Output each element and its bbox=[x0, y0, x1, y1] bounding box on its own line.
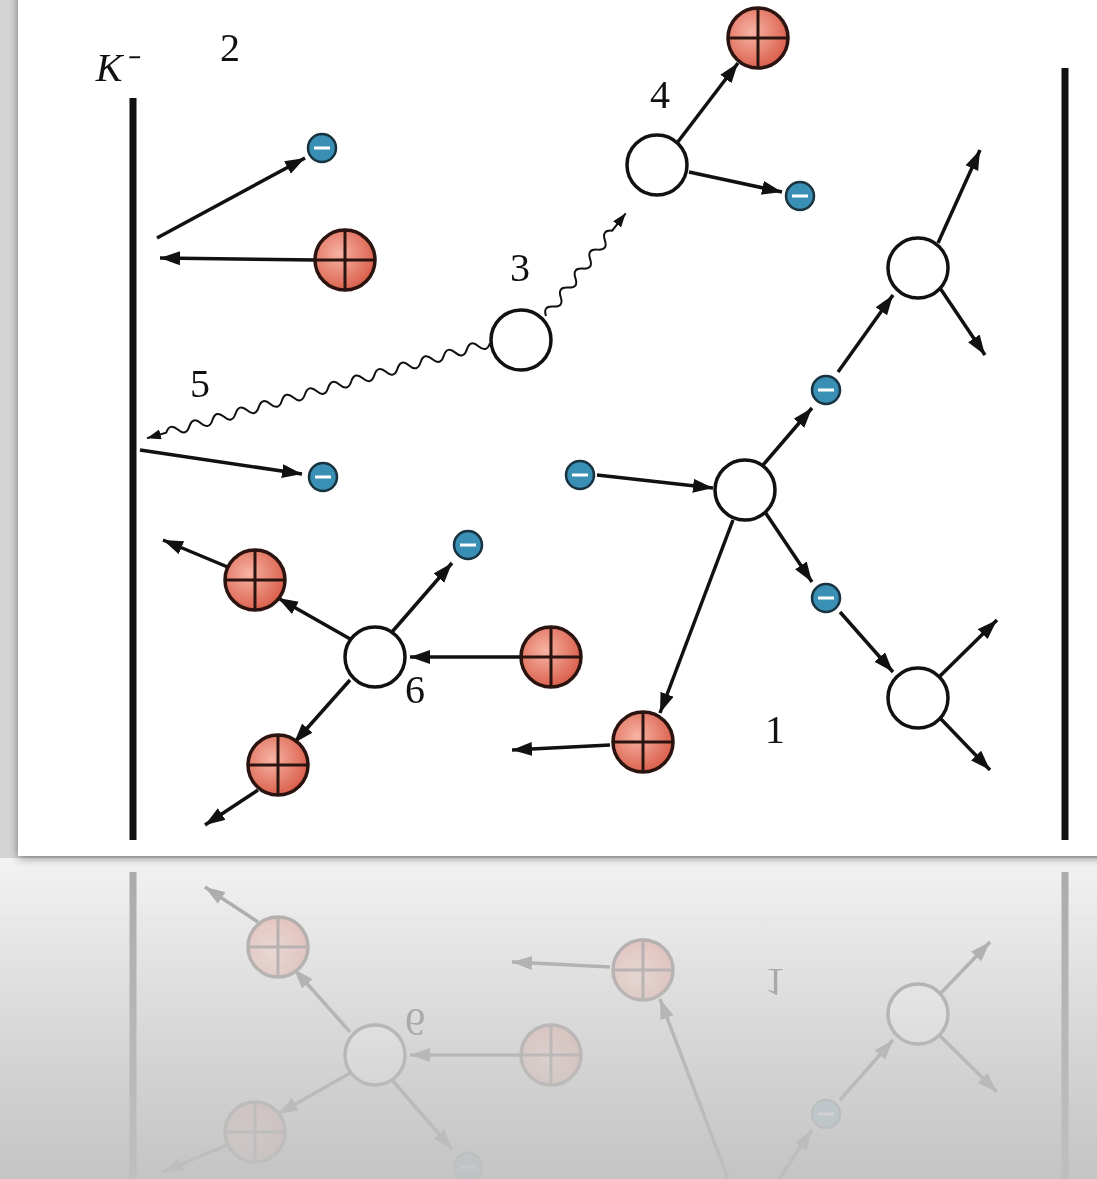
neutral-atom bbox=[345, 627, 405, 687]
photon-wave bbox=[542, 211, 629, 319]
callout-number: 1 bbox=[765, 710, 785, 750]
positive-ion bbox=[728, 8, 788, 68]
discharge-scene bbox=[133, 8, 1065, 840]
callout-number: 6 bbox=[405, 670, 425, 710]
arrow bbox=[838, 295, 893, 372]
positive-ion bbox=[315, 230, 375, 290]
electron bbox=[454, 531, 482, 559]
reflection bbox=[0, 860, 1097, 1179]
photon-path bbox=[542, 211, 629, 319]
anode-plate bbox=[1062, 68, 1069, 840]
arrow bbox=[597, 475, 713, 488]
arrow bbox=[689, 172, 782, 192]
arrow bbox=[140, 450, 302, 474]
electron bbox=[308, 134, 336, 162]
motion-arrows bbox=[140, 63, 997, 825]
electron bbox=[786, 182, 814, 210]
arrow bbox=[278, 598, 352, 640]
callout-number: 4 bbox=[650, 75, 670, 115]
white-panel bbox=[18, 0, 1097, 856]
photon-path bbox=[146, 339, 491, 443]
neutral-atom bbox=[627, 135, 687, 195]
arrow bbox=[660, 520, 733, 713]
callout-number: 5 bbox=[190, 364, 210, 404]
arrow bbox=[840, 612, 893, 672]
callout-number: 3 bbox=[510, 248, 530, 288]
electron bbox=[812, 376, 840, 404]
arrow bbox=[160, 258, 315, 260]
reflected-callout: 1 bbox=[765, 962, 785, 1002]
callout-number: 2 bbox=[220, 28, 240, 68]
positive-ion bbox=[613, 712, 673, 772]
neutral-atom bbox=[888, 238, 948, 298]
reflection-ground bbox=[0, 858, 1097, 1179]
neutral-atom bbox=[491, 310, 551, 370]
electron bbox=[566, 461, 594, 489]
arrow bbox=[392, 563, 452, 632]
positive-ion bbox=[248, 735, 308, 795]
arrow bbox=[938, 150, 980, 243]
arrow bbox=[677, 63, 738, 143]
arrow bbox=[410, 655, 520, 659]
photon-wave bbox=[146, 339, 491, 443]
neutral-atom bbox=[888, 668, 948, 728]
arrow bbox=[765, 512, 812, 582]
reflected-callout: 6 bbox=[405, 1002, 425, 1042]
positive-ion bbox=[225, 550, 285, 610]
arrow bbox=[157, 158, 305, 238]
neutral-atom bbox=[715, 460, 775, 520]
arrow bbox=[940, 718, 990, 770]
arrow bbox=[294, 680, 350, 743]
electron bbox=[309, 463, 337, 491]
electrode-label: K⁻ bbox=[96, 48, 137, 88]
arrow bbox=[940, 288, 985, 355]
reflection-fade bbox=[0, 860, 1097, 1179]
arrow bbox=[205, 790, 258, 825]
arrow bbox=[512, 745, 610, 750]
positive-ion bbox=[521, 627, 581, 687]
arrow bbox=[763, 408, 812, 465]
arrow bbox=[938, 620, 997, 678]
electron bbox=[812, 584, 840, 612]
arrow bbox=[163, 540, 230, 568]
cathode-plate bbox=[130, 98, 137, 840]
